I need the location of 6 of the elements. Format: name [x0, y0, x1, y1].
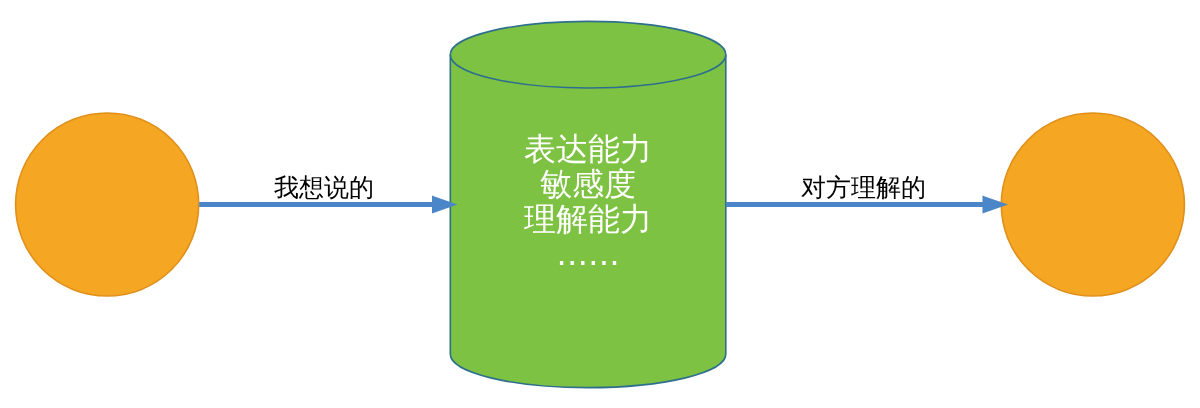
arrow: [199, 195, 458, 213]
edge-label: 对方理解的: [801, 171, 927, 202]
arrow: [726, 195, 1009, 213]
node-circle: [1000, 111, 1186, 297]
node-circle: [14, 111, 200, 297]
edge-label: 我想说的: [274, 171, 375, 202]
